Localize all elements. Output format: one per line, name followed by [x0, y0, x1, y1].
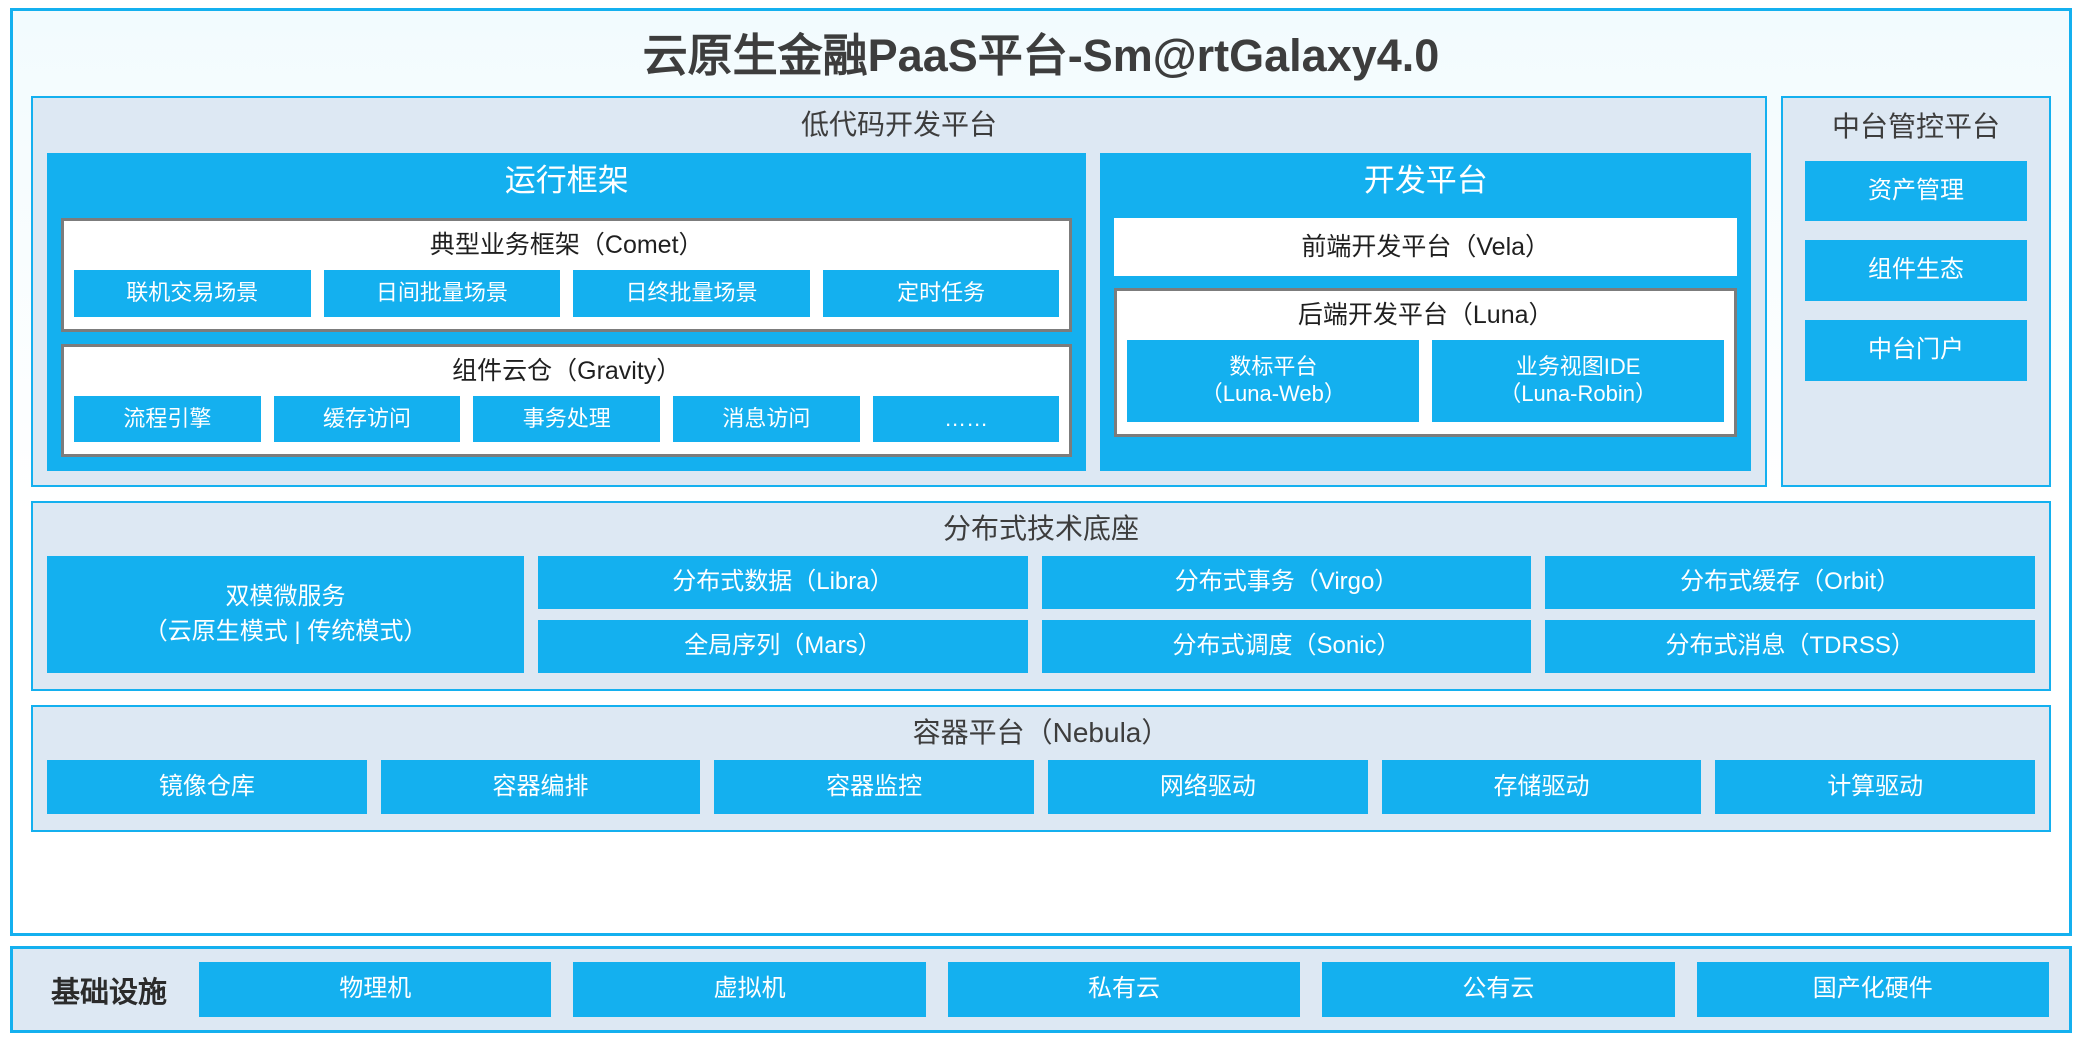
infrastructure-item-public-cloud[interactable]: 公有云: [1322, 962, 1675, 1017]
luna-chip-row: 数标平台 （Luna-Web） 业务视图IDE （Luna-Robin）: [1127, 340, 1724, 422]
backend-dev-platform-luna-box: 后端开发平台（Luna） 数标平台 （Luna-Web）: [1114, 288, 1737, 437]
tech-base-item-sonic[interactable]: 分布式调度（Sonic）: [1041, 620, 1532, 673]
luna-robin-line2: （Luna-Robin）: [1499, 380, 1657, 406]
comet-item-scheduled-task[interactable]: 定时任务: [822, 270, 1060, 317]
tech-base-col-2: 分布式事务（Virgo） 分布式调度（Sonic）: [1041, 556, 1532, 673]
management-platform-list: 资产管理 组件生态 中台门户: [1805, 153, 2027, 382]
tech-base-item-virgo[interactable]: 分布式事务（Virgo）: [1041, 556, 1532, 610]
infrastructure-item-physical-machine[interactable]: 物理机: [199, 962, 552, 1017]
tech-base-item-orbit[interactable]: 分布式缓存（Orbit）: [1545, 556, 2035, 610]
management-item-asset-management[interactable]: 资产管理: [1805, 160, 2027, 222]
tech-base-body: 双模微服务 （云原生模式 | 传统模式） 分布式数据（Libra） 全局序列（M…: [47, 556, 2035, 673]
container-item-network-driver[interactable]: 网络驱动: [1048, 759, 1368, 815]
comet-box: 典型业务框架（Comet） 联机交易场景 日间批量场景 日终批量场景 定时任务: [61, 218, 1073, 332]
lowcode-platform-body: 运行框架 典型业务框架（Comet） 联机交易场景 日间批量场景 日终批量场景 …: [47, 152, 1751, 472]
management-item-portal[interactable]: 中台门户: [1805, 320, 2027, 382]
tech-base-col-3: 分布式缓存（Orbit） 分布式消息（TDRSS）: [1545, 556, 2035, 673]
infrastructure-item-domestic-hardware[interactable]: 国产化硬件: [1696, 962, 2049, 1017]
tech-base-col-1: 分布式数据（Libra） 全局序列（Mars）: [538, 556, 1028, 673]
gravity-item-cache-access[interactable]: 缓存访问: [273, 395, 461, 443]
luna-item-luna-web[interactable]: 数标平台 （Luna-Web）: [1127, 340, 1420, 422]
gravity-chip-row: 流程引擎 缓存访问 事务处理 消息访问 ……: [74, 395, 1060, 443]
management-platform-title: 中台管控平台: [1831, 110, 2000, 142]
backend-dev-platform-title: 后端开发平台（Luna）: [1297, 301, 1554, 330]
container-item-monitoring[interactable]: 容器监控: [714, 759, 1035, 815]
management-item-component-ecosystem[interactable]: 组件生态: [1805, 240, 2027, 302]
tech-base-item-mars[interactable]: 全局序列（Mars）: [538, 620, 1028, 673]
luna-web-line1: 数标平台: [1229, 354, 1318, 380]
comet-title: 典型业务框架（Comet）: [429, 231, 704, 260]
luna-web-line2: （Luna-Web）: [1200, 380, 1346, 406]
gravity-item-process-engine[interactable]: 流程引擎: [74, 395, 261, 443]
container-item-image-registry[interactable]: 镜像仓库: [47, 759, 367, 815]
upper-row: 低代码开发平台 运行框架 典型业务框架（Comet） 联机交易场景 日间批量场景…: [31, 95, 2051, 488]
container-platform-row: 镜像仓库 容器编排 容器监控 网络驱动 存储驱动 计算驱动: [47, 759, 2036, 815]
page-title: 云原生金融PaaS平台-Sm@rtGalaxy4.0: [642, 30, 1440, 81]
frontend-dev-platform-vela[interactable]: 前端开发平台（Vela）: [1114, 218, 1737, 277]
container-platform-title: 容器平台（Nebula）: [912, 716, 1170, 748]
comet-item-eod-batch[interactable]: 日终批量场景: [573, 270, 810, 317]
comet-chip-row: 联机交易场景 日间批量场景 日终批量场景 定时任务: [74, 270, 1060, 317]
tech-base-item-libra[interactable]: 分布式数据（Libra）: [538, 556, 1028, 610]
comet-item-intraday-batch[interactable]: 日间批量场景: [323, 270, 561, 317]
luna-item-luna-robin[interactable]: 业务视图IDE （Luna-Robin）: [1432, 340, 1724, 422]
lowcode-platform-panel: 低代码开发平台 运行框架 典型业务框架（Comet） 联机交易场景 日间批量场景…: [31, 95, 1767, 488]
gravity-item-transaction[interactable]: 事务处理: [473, 395, 661, 443]
lowcode-platform-title: 低代码开发平台: [800, 108, 997, 140]
gravity-item-message-access[interactable]: 消息访问: [673, 395, 860, 443]
infrastructure-label: 基础设施: [51, 976, 168, 1009]
container-platform-panel: 容器平台（Nebula） 镜像仓库 容器编排 容器监控 网络驱动 存储驱动 计算…: [31, 704, 2051, 833]
gravity-title: 组件云仓（Gravity）: [452, 356, 682, 385]
infrastructure-panel: 基础设施 物理机 虚拟机 私有云 公有云 国产化硬件: [10, 946, 2072, 1033]
container-item-compute-driver[interactable]: 计算驱动: [1715, 759, 2036, 815]
gravity-box: 组件云仓（Gravity） 流程引擎 缓存访问 事务处理 消息访问 ……: [61, 343, 1073, 458]
tech-base-microservice-col: 双模微服务 （云原生模式 | 传统模式）: [47, 556, 525, 673]
gravity-item-more-ellipsis[interactable]: ……: [872, 395, 1060, 443]
main-platform-card: 云原生金融PaaS平台-Sm@rtGalaxy4.0 低代码开发平台 运行框架 …: [10, 8, 2072, 937]
runtime-framework-title: 运行框架: [504, 162, 629, 198]
development-platform-title: 开发平台: [1363, 162, 1488, 198]
microservice-line2: （云原生模式 | 传统模式）: [143, 617, 428, 645]
infrastructure-item-virtual-machine[interactable]: 虚拟机: [573, 962, 926, 1017]
container-item-storage-driver[interactable]: 存储驱动: [1381, 759, 1702, 815]
comet-item-online-trade[interactable]: 联机交易场景: [74, 270, 311, 317]
luna-robin-line1: 业务视图IDE: [1515, 354, 1641, 380]
infrastructure-item-private-cloud[interactable]: 私有云: [947, 962, 1301, 1017]
tech-base-title: 分布式技术底座: [942, 513, 1139, 545]
tech-base-item-tdrss[interactable]: 分布式消息（TDRSS）: [1545, 620, 2035, 673]
management-platform-panel: 中台管控平台 资产管理 组件生态 中台门户: [1781, 95, 2051, 488]
development-platform-box: 开发平台 前端开发平台（Vela） 后端开发平台（Luna） 数标平台 （Lun…: [1100, 152, 1751, 472]
tech-base-dual-mode-microservice[interactable]: 双模微服务 （云原生模式 | 传统模式）: [47, 556, 525, 673]
tech-base-panel: 分布式技术底座 双模微服务 （云原生模式 | 传统模式） 分布式数据（Libra…: [31, 501, 2051, 691]
runtime-framework-box: 运行框架 典型业务框架（Comet） 联机交易场景 日间批量场景 日终批量场景 …: [47, 152, 1087, 472]
infrastructure-items: 物理机 虚拟机 私有云 公有云 国产化硬件: [199, 962, 2049, 1017]
container-item-orchestration[interactable]: 容器编排: [380, 759, 701, 815]
microservice-line1: 双模微服务: [225, 582, 346, 610]
